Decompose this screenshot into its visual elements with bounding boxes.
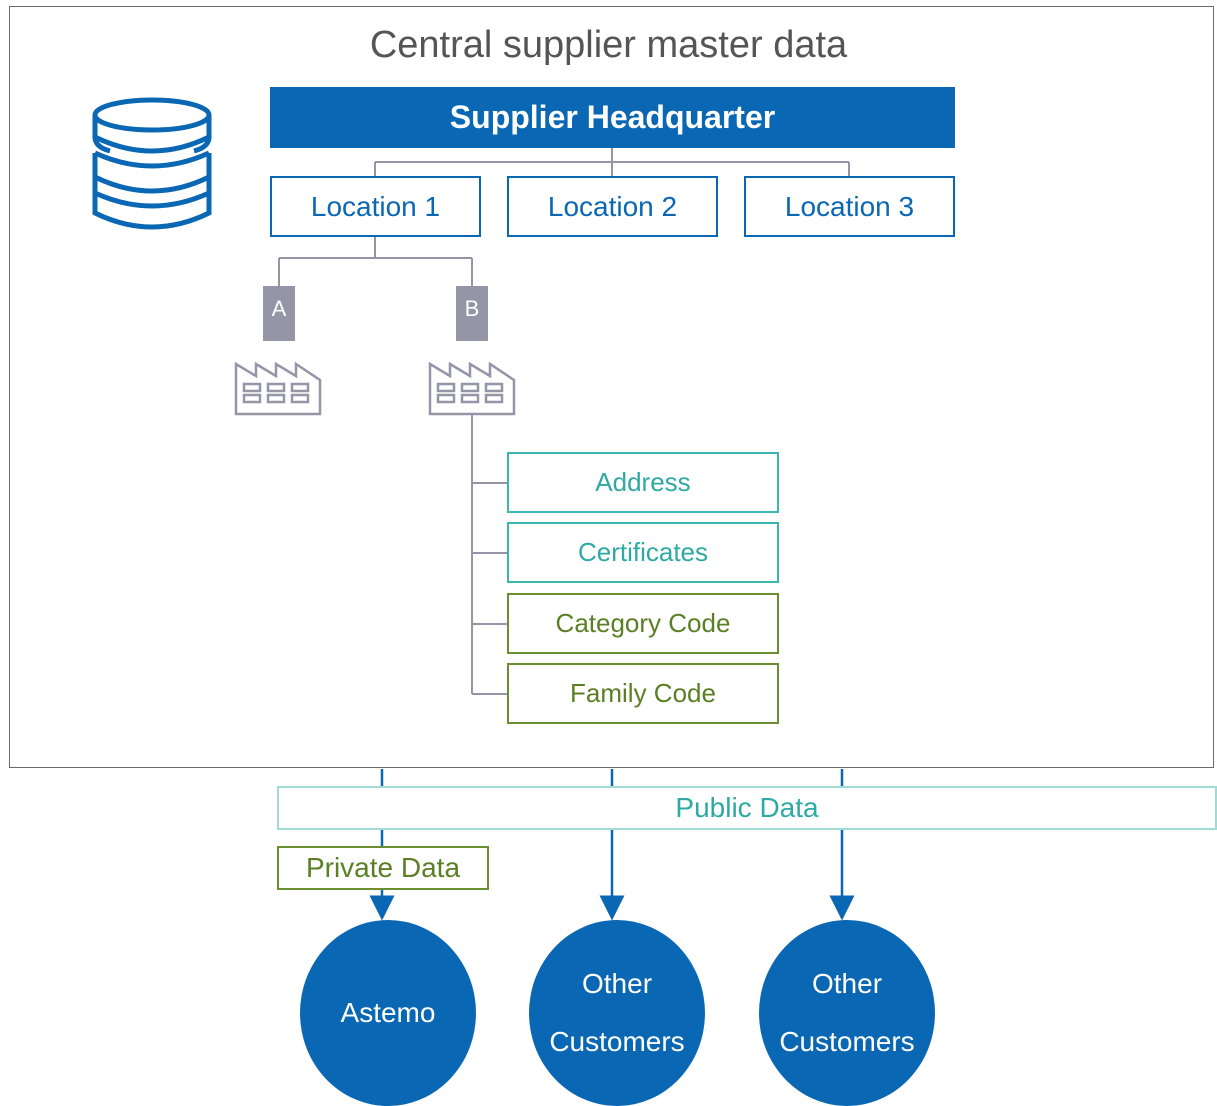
supplier-headquarter-box: Supplier Headquarter bbox=[270, 87, 955, 148]
diagram-title: Central supplier master data bbox=[369, 24, 848, 66]
location-1-box: Location 1 bbox=[270, 176, 481, 237]
public-data-bar: Public Data bbox=[277, 786, 1217, 830]
customer-label: Customers bbox=[549, 1026, 685, 1057]
factory-icon bbox=[428, 361, 516, 416]
location-3-box: Location 3 bbox=[744, 176, 955, 237]
master-data-frame bbox=[9, 6, 1214, 768]
database-icon bbox=[92, 97, 212, 230]
location-2-box: Location 2 bbox=[507, 176, 718, 237]
customer-label: Astemo bbox=[340, 997, 436, 1028]
factory-icon bbox=[234, 361, 322, 416]
private-data-box: Private Data bbox=[277, 846, 489, 890]
family-code-box: Family Code bbox=[507, 663, 779, 724]
plant-b-tag: B bbox=[456, 286, 488, 341]
customer-label: Customers bbox=[779, 1026, 915, 1057]
category-code-box: Category Code bbox=[507, 593, 779, 654]
customer-label: Other bbox=[581, 968, 653, 999]
customer-label: Other bbox=[811, 968, 883, 999]
plant-a-tag: A bbox=[263, 286, 295, 341]
customer-other-1: Other Customers bbox=[529, 920, 705, 1106]
address-box: Address bbox=[507, 452, 779, 513]
certificates-box: Certificates bbox=[507, 522, 779, 583]
customer-astemo: Astemo bbox=[300, 920, 476, 1106]
customer-other-2: Other Customers bbox=[759, 920, 935, 1106]
